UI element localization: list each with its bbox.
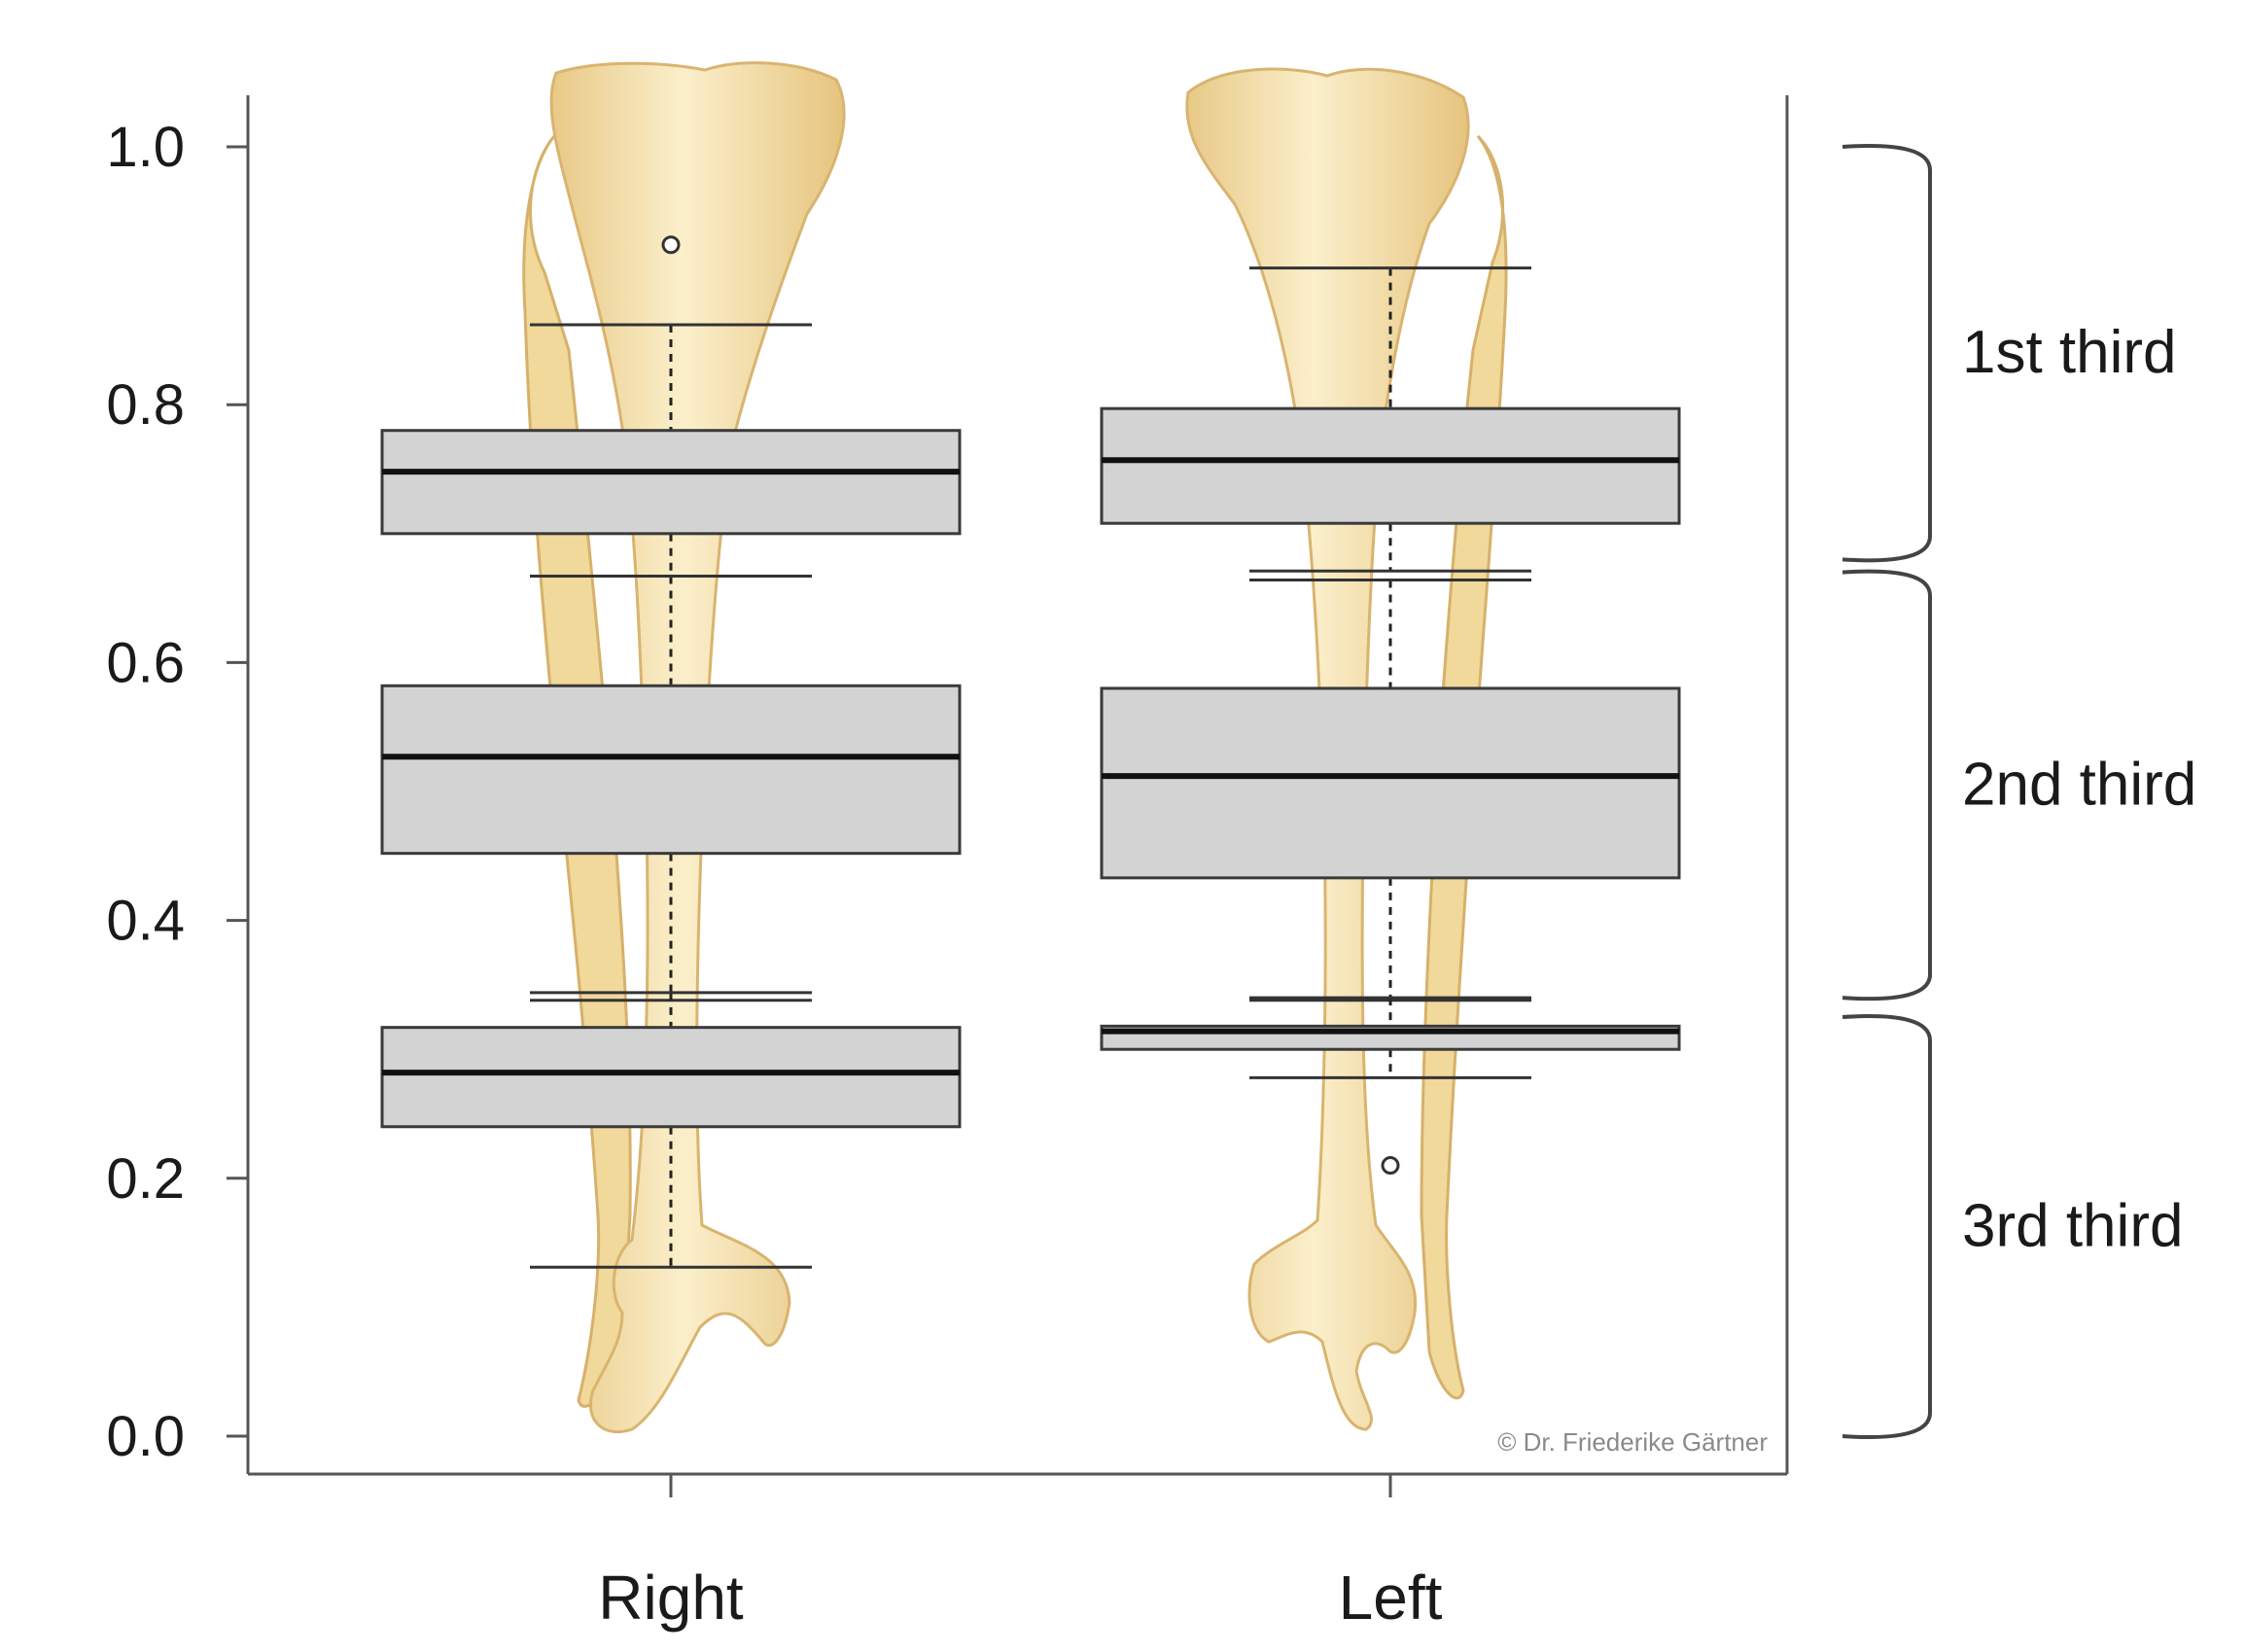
box-iqr — [380, 1026, 962, 1129]
third-label: 3rd third — [1962, 1193, 2183, 1260]
third-bracket — [1842, 569, 1932, 1002]
x-tick-label: Left — [1339, 1563, 1443, 1633]
y-tick-label: 1.0 — [106, 116, 185, 179]
box-iqr — [380, 429, 962, 536]
box-iqr — [380, 684, 962, 856]
box-iqr — [1100, 686, 1681, 880]
thirds-brackets: 1st third 2nd third 3rd third — [1842, 144, 2196, 1439]
boxplot-marks — [380, 235, 1681, 1269]
plot-frame — [246, 95, 1789, 1476]
third-label: 1st third — [1962, 319, 2177, 386]
y-tick-label: 0.6 — [106, 631, 185, 694]
y-tick-label: 0.4 — [106, 890, 185, 953]
third-bracket — [1842, 144, 1932, 563]
x-axis-ticks: Right Left — [598, 1474, 1443, 1633]
y-tick-label: 0.0 — [106, 1405, 185, 1468]
third-label: 2nd third — [1962, 751, 2196, 818]
third-bracket — [1842, 1014, 1932, 1439]
y-tick-label: 0.2 — [106, 1147, 185, 1211]
x-tick-label: Right — [598, 1563, 744, 1633]
outlier-point — [661, 235, 681, 255]
outlier-point — [1381, 1156, 1400, 1176]
credit-text: © Dr. Friederike Gärtner — [1497, 1427, 1768, 1457]
box-iqr — [1100, 406, 1681, 525]
y-tick-label: 0.8 — [106, 373, 185, 437]
y-axis-ticks: 0.0 0.2 0.4 0.6 0.8 1.0 — [106, 116, 248, 1468]
